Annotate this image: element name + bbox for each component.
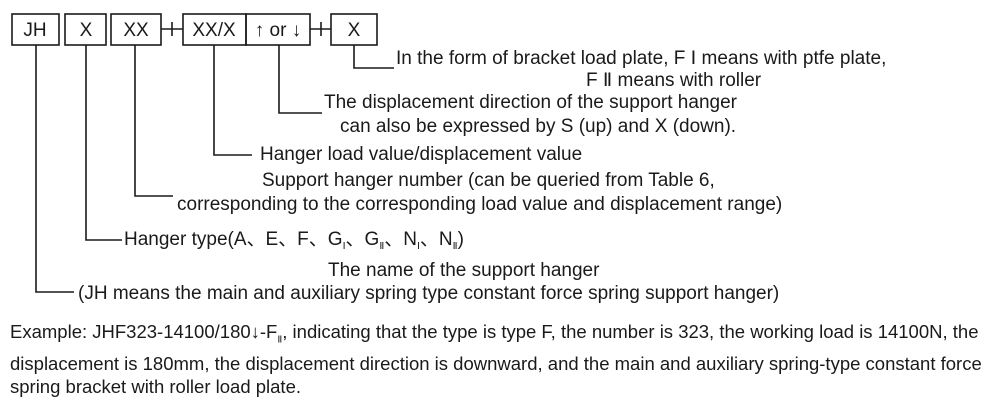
box-label-load-displacement: XX/X (192, 20, 236, 41)
desc-name-line1: The name of the support hanger (328, 260, 600, 281)
leader-direction (278, 45, 322, 114)
desc-load-value-line1: Hanger load value/displacement value (260, 144, 582, 165)
leader-number (134, 45, 173, 197)
desc-number-line1: Support hanger number (can be queried fr… (262, 170, 715, 191)
desc-direction-line1: The displacement direction of the suppor… (324, 92, 738, 113)
leader-name (35, 45, 74, 293)
example-paragraph: Example: JHF323-14100/180↓-FⅡ, indicatin… (10, 320, 995, 398)
example-text-end: , indicating that the type is type F, th… (10, 321, 982, 397)
example-text-start: Example: JHF323-14100/180↓-F (10, 321, 278, 342)
leader-bracket-form (353, 45, 394, 69)
box-label-jh: JH (23, 20, 46, 41)
desc-bracket-form-line2: F Ⅱ means with roller (586, 70, 762, 91)
desc-bracket-form-line1: In the form of bracket load plate, F Ⅰ m… (396, 48, 886, 69)
desc-type: Hanger type(A、E、F、GⅠ、GⅡ、NⅠ、NⅡ) (124, 229, 464, 252)
box-label-type: X (80, 20, 93, 41)
desc-direction-line2: can also be expressed by S (up) and X (d… (340, 116, 736, 137)
example-subscript: Ⅱ (277, 334, 283, 346)
desc-number-line2: corresponding to the corresponding load … (177, 194, 782, 215)
desc-name-line2: (JH means the main and auxiliary spring … (78, 283, 779, 304)
box-label-direction: ↑ or ↓ (255, 20, 301, 41)
box-label-bracket-form: X (348, 20, 361, 41)
leader-type (85, 45, 122, 241)
box-label-number: XX (123, 20, 149, 41)
leader-load-value (213, 45, 252, 156)
